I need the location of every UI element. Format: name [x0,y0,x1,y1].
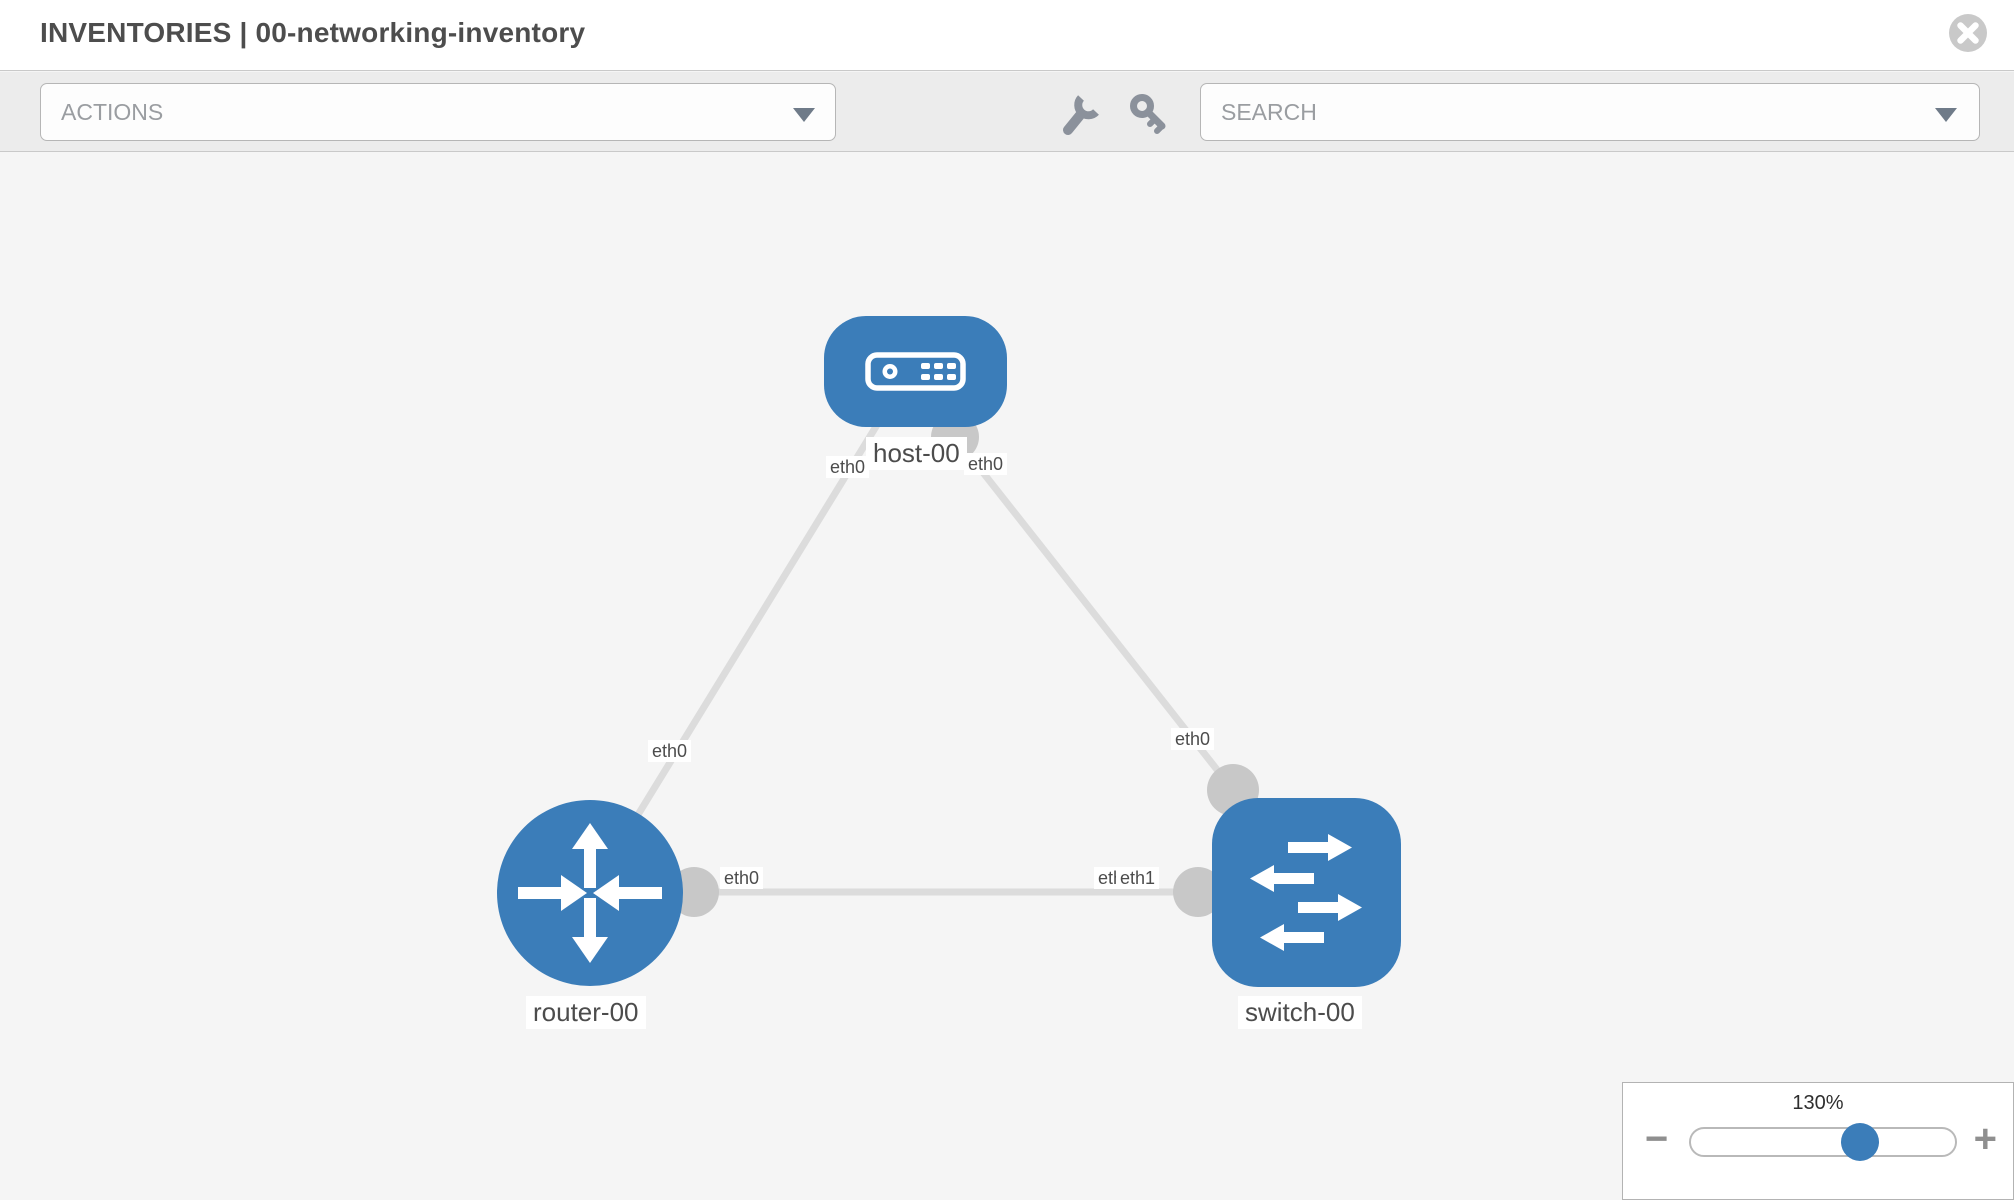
router-icon [518,823,662,963]
node-switch-00[interactable] [1212,798,1401,987]
node-label-router: router-00 [526,996,646,1030]
interface-label-host-eth0-left: eth0 [826,456,870,479]
caret-down-icon [793,108,815,122]
switch-icon [1250,834,1362,951]
node-router-00[interactable] [497,800,683,986]
zoom-out-button[interactable]: − [1645,1117,1669,1161]
interface-label-switch-eth0: eth0 [1171,728,1215,751]
key-icon [1130,94,1166,134]
close-button[interactable] [1946,11,1990,55]
node-host-00[interactable] [824,316,1007,427]
zoom-level-value: 130% [1792,1092,1844,1114]
toolbar: ACTIONS SEARCH [0,72,2014,152]
actions-dropdown-label: ACTIONS [61,98,164,125]
key-button[interactable] [1126,92,1172,138]
host-icon [865,352,966,391]
actions-dropdown[interactable]: ACTIONS [40,83,836,141]
zoom-slider-track[interactable] [1689,1123,1957,1161]
search-dropdown[interactable]: SEARCH [1200,83,1980,141]
wrench-button[interactable] [1062,92,1106,136]
caret-down-icon [1935,108,1957,122]
interface-circles [669,413,1259,917]
interface-circle-switch-left [1173,867,1223,917]
close-icon [1949,14,1987,52]
interface-label-router-eth0-uplink: eth0 [648,740,692,763]
interface-label-router-eth0-lan: eth0 [720,867,764,890]
interface-label-host-eth0-right: eth0 [964,453,1008,476]
wrench-icon [1063,95,1099,135]
interface-label-switch-eth1: eth1 [1116,867,1160,890]
node-label-switch: switch-00 [1238,996,1362,1030]
page-title: INVENTORIES | 00-networking-inventory [40,17,586,48]
header: INVENTORIES | 00-networking-inventory [0,0,2014,71]
zoom-slider-handle[interactable] [1841,1123,1879,1161]
zoom-in-button[interactable]: + [1973,1117,1997,1161]
search-placeholder: SEARCH [1221,98,1317,125]
node-label-host: host-00 [866,437,967,471]
links [587,418,1306,896]
zoom-panel: 130% − + [1622,1082,2014,1200]
